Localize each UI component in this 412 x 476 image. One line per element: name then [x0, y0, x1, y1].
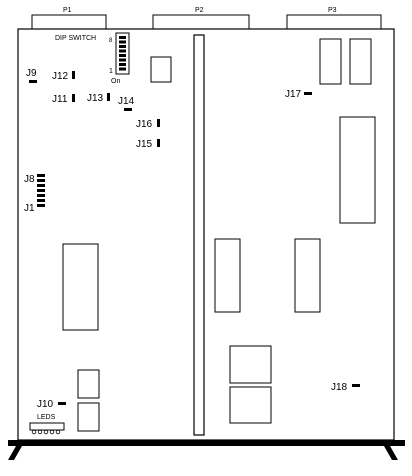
chip-middle-left: [214, 238, 241, 313]
led: [43, 429, 49, 435]
dip-lever: [119, 36, 126, 39]
connector-p1: [31, 14, 107, 30]
dip-switch-label: DIP SWITCH: [55, 35, 96, 42]
led-strip: [29, 422, 65, 431]
chip-bottom-center-lower: [229, 386, 272, 424]
jumper-j14-label: J14: [118, 96, 135, 107]
central-bus-strip: [193, 34, 205, 436]
dip-switch-pos-1: 1: [109, 68, 113, 75]
chip-right-top-a: [319, 38, 342, 85]
dip-lever: [119, 67, 126, 71]
chip-left-large: [62, 243, 99, 331]
board-outline: [17, 28, 395, 441]
chip-bottom-left-lower: [77, 402, 100, 432]
jumper-j18-label: J18: [331, 382, 348, 393]
chip-right-top-b: [349, 38, 372, 85]
leds-label: LEDS: [37, 414, 56, 421]
jumper-j9-label: J9: [26, 68, 37, 79]
dip-lever: [119, 40, 126, 44]
jumper-j11: [72, 94, 75, 102]
jumper-j17-label: J17: [285, 89, 302, 100]
led: [37, 429, 43, 435]
header-pin: [37, 199, 45, 202]
connector-p1-label: P1: [63, 7, 72, 14]
connector-p2-label: P2: [195, 7, 204, 14]
board-base-rail: [8, 440, 405, 460]
dip-switch-on-label: On: [111, 78, 120, 85]
header-pin: [37, 179, 45, 182]
led: [55, 429, 61, 435]
header-j8-j1: [37, 174, 45, 207]
chip-small-square: [150, 56, 172, 83]
chip-right-tall: [339, 116, 376, 224]
jumper-j13: [107, 93, 110, 101]
header-pin: [37, 204, 45, 207]
jumper-j18: [352, 384, 360, 387]
jumper-j12-label: J12: [52, 71, 69, 82]
jumper-j10: [58, 402, 66, 405]
header-pin: [37, 189, 45, 192]
chip-bottom-center-upper: [229, 345, 272, 384]
led: [31, 429, 37, 435]
connector-p3: [286, 14, 382, 30]
led: [49, 429, 55, 435]
jumper-j15-label: J15: [136, 139, 153, 150]
connector-p2: [152, 14, 250, 30]
jumper-j13-label: J13: [87, 93, 104, 104]
dip-switch-levers: [119, 36, 126, 71]
dip-lever: [119, 45, 126, 48]
header-pin: [37, 174, 45, 177]
chip-bottom-left-upper: [77, 369, 100, 399]
connector-p3-label: P3: [328, 7, 337, 14]
jumper-j12: [72, 71, 75, 79]
led-array: [29, 422, 65, 435]
dip-lever: [119, 58, 126, 62]
jumper-j15: [157, 139, 160, 147]
jumper-j11-label: J11: [52, 94, 68, 105]
jumper-j17: [304, 92, 312, 95]
jumper-j8-label: J8: [24, 174, 35, 185]
dip-switch-pos-8: 8: [109, 38, 113, 44]
jumper-j16: [157, 119, 160, 127]
jumper-j9: [29, 80, 37, 83]
chip-middle-right: [294, 238, 321, 313]
jumper-j16-label: J16: [136, 119, 153, 130]
header-pin: [37, 194, 45, 197]
header-pin: [37, 184, 45, 187]
jumper-j1-label: J1: [24, 203, 35, 214]
dip-lever: [119, 63, 126, 66]
jumper-j14: [124, 108, 132, 111]
dip-lever: [119, 49, 126, 53]
jumper-j10-label: J10: [37, 399, 54, 410]
dip-lever: [119, 54, 126, 57]
